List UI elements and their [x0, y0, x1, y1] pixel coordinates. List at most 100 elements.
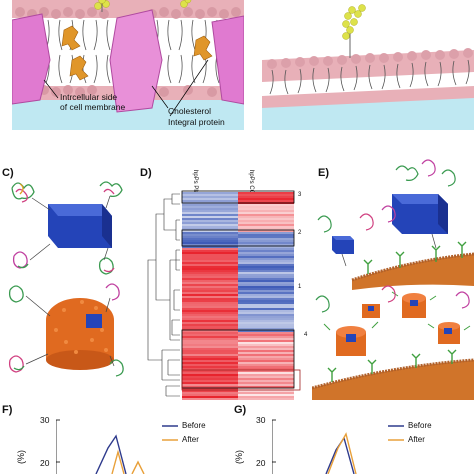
panel-e-label: E): [318, 167, 329, 179]
heatmap-cell: [238, 382, 294, 385]
heatmap-cell: [238, 284, 294, 287]
heatmap-cell: [238, 228, 294, 231]
heatmap-cell: [182, 344, 238, 347]
heatmap-cell: [182, 342, 238, 345]
heatmap-cell: [238, 318, 294, 321]
cluster-1-label: 1: [298, 284, 302, 290]
heatmap-cell: [238, 360, 294, 363]
heatmap-cell: [182, 218, 238, 221]
plot-f-legend-before: Before: [182, 421, 206, 430]
heatmap-cell: [182, 320, 238, 323]
heatmap-cell: [182, 226, 238, 229]
panel-g-label: G): [234, 404, 247, 416]
heatmap-cell: [238, 238, 294, 241]
plot-f-ylabel: (%): [16, 450, 26, 464]
membrane-illustration-left: [12, 0, 244, 130]
heatmap-cell: [238, 214, 294, 217]
heatmap-cell: [238, 302, 294, 305]
heatmap-cell: [238, 354, 294, 357]
heatmap-cell: [238, 350, 294, 353]
heatmap-cell: [238, 304, 294, 307]
heatmap-cell: [182, 390, 238, 393]
heatmap-cell: [182, 280, 238, 283]
heatmap-cell: [182, 310, 238, 313]
heatmap-cell: [238, 374, 294, 377]
panel-c-label: C): [2, 167, 14, 179]
cluster-2-label: 2: [298, 230, 302, 236]
heatmap-cell: [182, 276, 238, 279]
heatmap-cell: [238, 376, 294, 379]
heatmap-cell: [238, 370, 294, 373]
heatmap-cell: [238, 266, 294, 269]
heatmap-cell: [182, 194, 238, 197]
heatmap-cell: [182, 368, 238, 371]
heatmap-cell: [238, 240, 294, 243]
heatmap-cell: [238, 386, 294, 389]
heatmap-cell: [238, 300, 294, 303]
heatmap-cell: [182, 200, 238, 203]
heatmap-cell: [238, 194, 294, 197]
heatmap-cell: [238, 338, 294, 341]
heatmap-cell: [182, 314, 238, 317]
heatmap-cell: [182, 212, 238, 215]
heatmap-cell: [182, 318, 238, 321]
heatmap-cell: [182, 354, 238, 357]
heatmap-cell: [238, 246, 294, 249]
panel-c-illustration: [8, 181, 124, 377]
heatmap-cell: [182, 228, 238, 231]
heatmap-cell: [182, 364, 238, 367]
heatmap-cell: [182, 238, 238, 241]
heatmap-cell: [182, 334, 238, 337]
heatmap-cell: [238, 324, 294, 327]
heatmap-cell: [182, 264, 238, 267]
heatmap-cell: [182, 290, 238, 293]
heatmap-cell: [182, 192, 238, 195]
heatmap-cell: [182, 282, 238, 285]
heatmap-cell: [238, 364, 294, 367]
heatmap-cell: [238, 274, 294, 277]
heatmap-cell: [182, 242, 238, 245]
membrane-illustration-right: [258, 0, 474, 130]
heatmap-cell: [238, 298, 294, 301]
heatmap-cell: [182, 362, 238, 365]
heatmap-cell: [182, 360, 238, 363]
heatmap-cell: [182, 196, 238, 199]
heatmap-cell: [238, 290, 294, 293]
heatmap-column-com: [238, 192, 294, 400]
heatmap-cell: [182, 384, 238, 387]
heatmap-cell: [182, 256, 238, 259]
heatmap-cell: [182, 286, 238, 289]
heatmap-cell: [182, 350, 238, 353]
plot-g-ytick-30: 30: [256, 415, 266, 425]
heatmap-cell: [238, 264, 294, 267]
heatmap-cell: [182, 322, 238, 325]
plot-g-legend-before: Before: [408, 421, 432, 430]
heatmap-cell: [182, 312, 238, 315]
heatmap-cell: [238, 226, 294, 229]
cluster-3-label: 3: [298, 192, 302, 198]
heatmap-cell: [238, 252, 294, 255]
heatmap-cell: [182, 352, 238, 355]
integral-protein-label: Integral protein: [168, 117, 225, 127]
intracellular-label: Intrcellular side of cell membrane: [60, 92, 126, 112]
heatmap-cell: [238, 296, 294, 299]
heatmap-cell: [182, 294, 238, 297]
heatmap-cell: [182, 274, 238, 277]
heatmap-cell: [182, 262, 238, 265]
heatmap-cell: [182, 250, 238, 253]
heatmap-cell: [182, 326, 238, 329]
heatmap-cell: [238, 212, 294, 215]
heatmap-cell: [238, 282, 294, 285]
heatmap-cell: [238, 388, 294, 391]
heatmap-cell: [238, 272, 294, 275]
heatmap-cell: [238, 256, 294, 259]
heatmap-cell: [238, 210, 294, 213]
heatmap: [147, 190, 301, 400]
heatmap-cell: [182, 224, 238, 227]
plot-f-before-line: [95, 434, 127, 474]
heatmap-cell: [182, 270, 238, 273]
heatmap-cell: [238, 320, 294, 323]
heatmap-cell: [238, 358, 294, 361]
heatmap-cell: [238, 336, 294, 339]
heatmap-cell: [182, 398, 238, 400]
